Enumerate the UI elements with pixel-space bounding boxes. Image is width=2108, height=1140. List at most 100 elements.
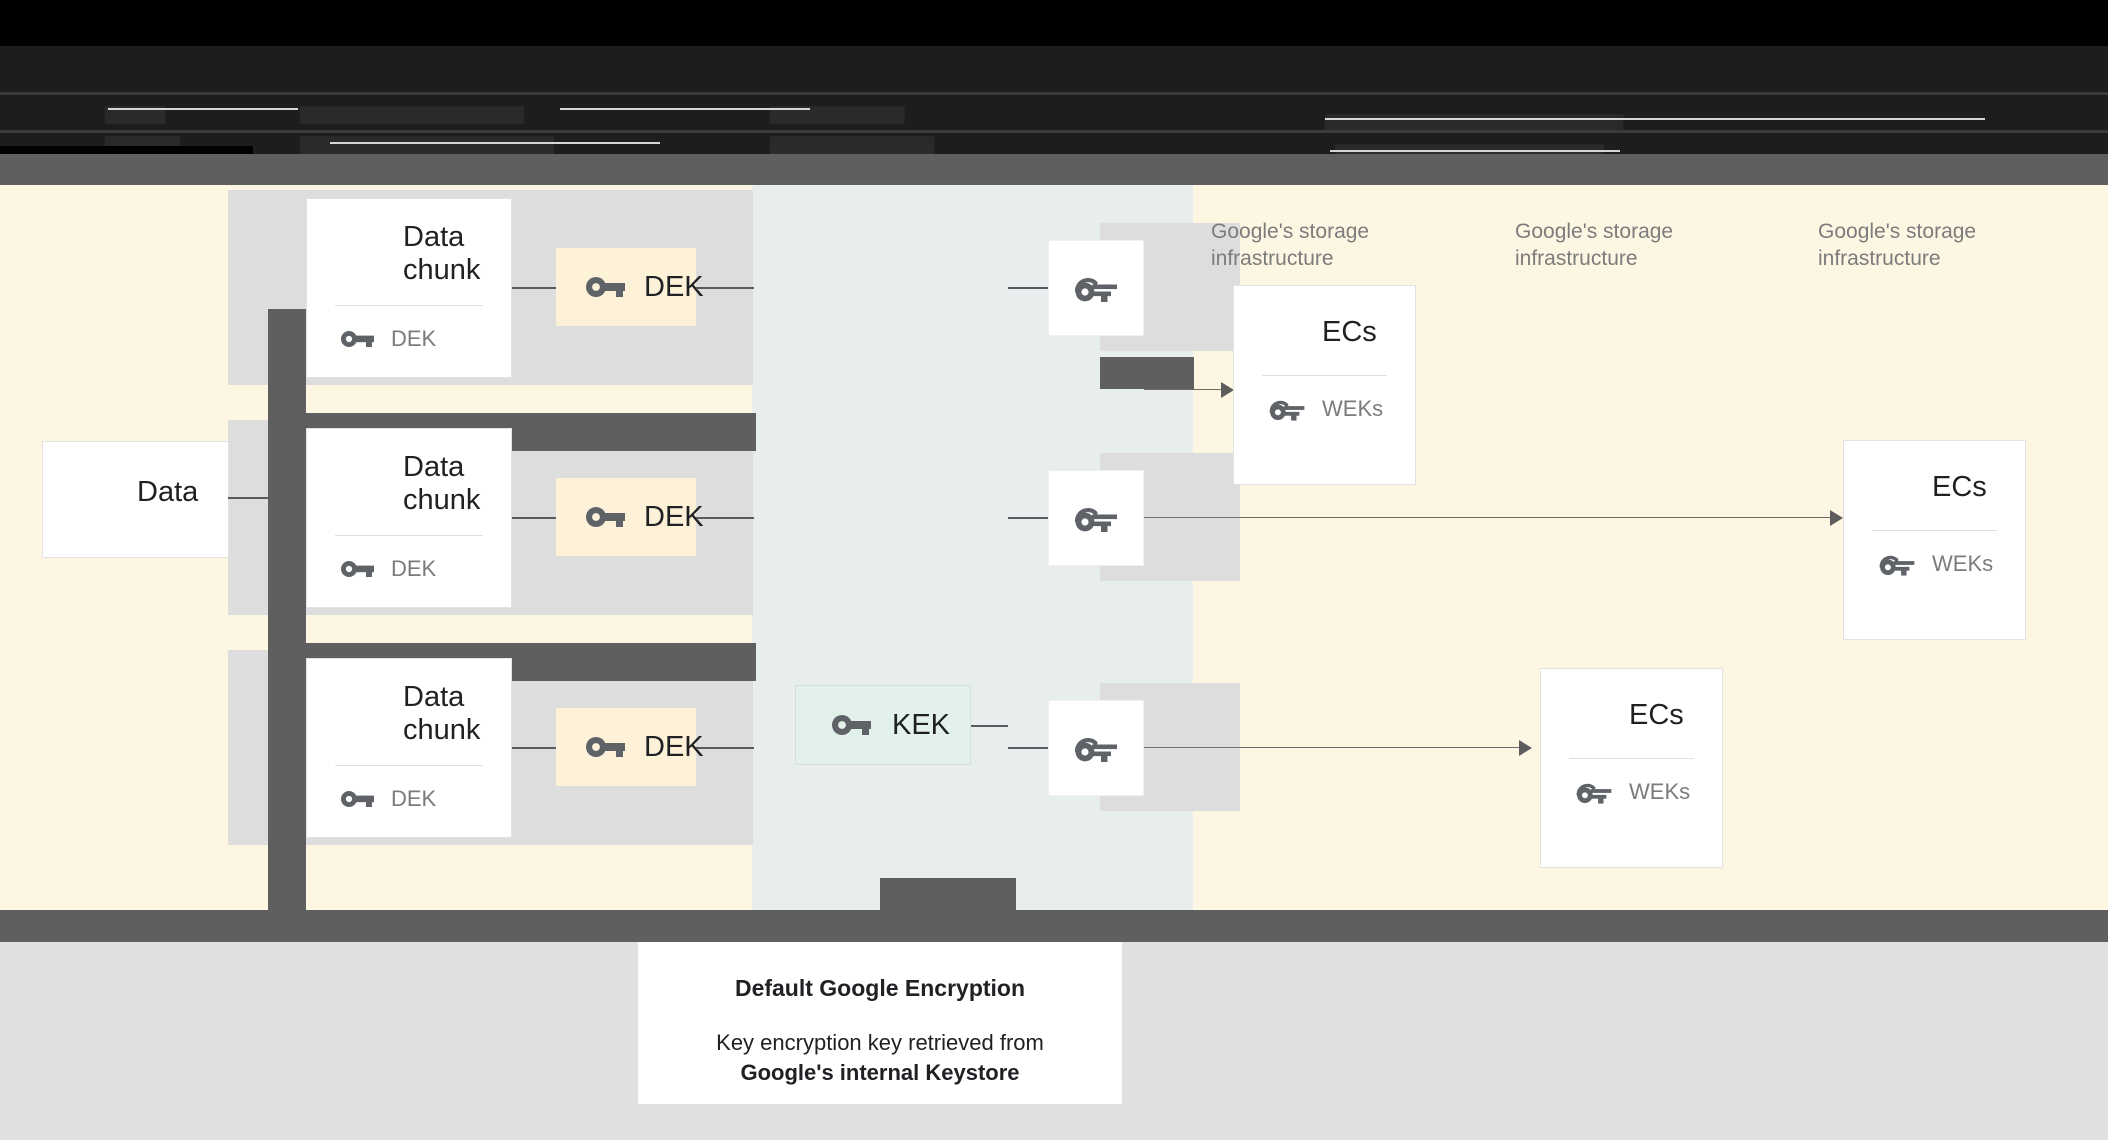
card-divider xyxy=(1872,530,1997,531)
connector-dek3-right xyxy=(696,747,754,749)
data-chunk-card-3-title-line1: Data xyxy=(403,681,465,713)
data-source-card[interactable]: Data xyxy=(42,441,229,558)
obscured-rule xyxy=(1325,118,1985,120)
data-chunk-card-1-key-label: DEK xyxy=(391,326,437,351)
wrapped-key-icon xyxy=(1878,552,1916,576)
wrapped-key-icon xyxy=(1268,397,1306,421)
wrapped-key-icon xyxy=(1575,780,1613,804)
data-chunk-card-3-title: Data chunk xyxy=(403,681,480,747)
top-gray-band xyxy=(0,154,2108,185)
connector-kek-right xyxy=(971,725,1008,727)
obscured-header-region: ▆▆▆▆ ▆▆▆▆▆ ▆▆▆▆ ▆▆▆▆▆▆▆▆▆▆▆▆▆▆▆ ▆▆▆▆▆▆▆▆… xyxy=(0,46,2108,192)
ec-card-1-title: ECs xyxy=(1322,316,1377,348)
wek-box-2[interactable] xyxy=(1048,470,1144,566)
key-icon xyxy=(586,506,626,528)
arrow-head-ec2 xyxy=(1830,510,1843,526)
ec-card-2[interactable]: ECs WEKs xyxy=(1843,440,2026,640)
ec-card-1[interactable]: ECs WEKs xyxy=(1233,285,1416,485)
arrow-line-ec1 xyxy=(1144,389,1232,390)
card-divider xyxy=(335,305,483,306)
card-divider xyxy=(1569,758,1694,759)
ec-card-3-title: ECs xyxy=(1629,699,1684,731)
data-chunk-card-2-footer: DEK xyxy=(307,536,511,582)
bracket-stem xyxy=(268,309,306,910)
card-divider xyxy=(335,535,483,536)
connector-to-wek1 xyxy=(1008,287,1048,289)
ec-card-2-header: ECs xyxy=(1844,441,2025,504)
connector-source-to-bracket xyxy=(228,497,270,499)
bottom-gray-band xyxy=(0,910,2108,942)
data-chunk-card-1[interactable]: Data chunk DEK xyxy=(306,198,512,378)
key-icon xyxy=(832,714,872,736)
obscured-sliver xyxy=(0,92,2108,95)
data-chunk-card-2-title-line2: chunk xyxy=(403,484,481,516)
obscured-sliver xyxy=(0,130,2108,133)
data-chunk-card-1-title-line2: chunk xyxy=(403,254,481,286)
arrow-line-ec3 xyxy=(1144,747,1528,748)
arrow-head-ec1 xyxy=(1221,382,1234,398)
obscured-rule xyxy=(1330,150,1620,152)
caption-body-line2: Google's internal Keystore xyxy=(740,1060,1020,1085)
ec-card-2-footer: WEKs xyxy=(1844,531,2025,577)
wrapped-key-icon xyxy=(1073,274,1119,302)
kek-box[interactable]: KEK xyxy=(795,685,971,765)
key-icon xyxy=(586,736,626,758)
ec-card-1-key-label: WEKs xyxy=(1322,396,1384,421)
caption-body: Key encryption key retrieved from Google… xyxy=(638,1028,1122,1088)
data-chunk-card-2-key-label: DEK xyxy=(391,556,437,581)
key-icon xyxy=(341,790,375,808)
caption-card: Default Google Encryption Key encryption… xyxy=(638,942,1122,1104)
ec-card-1-footer: WEKs xyxy=(1234,376,1415,422)
data-chunk-card-1-title: Data chunk xyxy=(403,221,480,287)
obscured-rule xyxy=(330,142,660,144)
dek-box-2-label: DEK xyxy=(644,500,704,533)
connector-dek2-right xyxy=(696,517,754,519)
dek-box-1-label: DEK xyxy=(644,270,704,303)
data-chunk-card-1-footer: DEK xyxy=(307,306,511,352)
wek-box-3[interactable] xyxy=(1048,700,1144,796)
ec-card-1-header: ECs xyxy=(1234,286,1415,349)
data-source-card-header: Data xyxy=(43,442,228,509)
connector-to-wek3 xyxy=(1008,747,1048,749)
data-chunk-card-2-title-line1: Data xyxy=(403,451,465,483)
data-chunk-card-1-title-line1: Data xyxy=(403,221,465,253)
connector-to-wek2 xyxy=(1008,517,1048,519)
storage-label-2: Google's storage infrastructure xyxy=(1515,220,1674,270)
dek-box-3-label: DEK xyxy=(644,730,704,763)
top-black-bar xyxy=(0,0,2108,46)
ec-card-2-title: ECs xyxy=(1932,471,1987,503)
ec-card-2-key-label: WEKs xyxy=(1932,551,1994,576)
data-chunk-card-2-title: Data chunk xyxy=(403,451,480,517)
ec-card-3-key-label: WEKs xyxy=(1629,779,1691,804)
ec-card-3-footer: WEKs xyxy=(1541,759,1722,805)
ec-card-3[interactable]: ECs WEKs xyxy=(1540,668,1723,868)
data-chunk-card-3-header: Data chunk xyxy=(307,659,511,747)
data-chunk-card-1-header: Data chunk xyxy=(307,199,511,287)
dek-box-2[interactable]: DEK xyxy=(556,478,704,556)
diagram-canvas: Data Data chunk DEK xyxy=(0,185,2108,910)
dark-tab-bottom xyxy=(880,878,1016,910)
caption-title: Default Google Encryption xyxy=(734,975,1026,1001)
obscured-rule xyxy=(108,108,298,110)
dek-box-1[interactable]: DEK xyxy=(556,248,704,326)
dek-box-3[interactable]: DEK xyxy=(556,708,704,786)
data-chunk-card-3-footer: DEK xyxy=(307,766,511,812)
connector-chunk1-dek1 xyxy=(512,287,556,289)
data-chunk-card-3[interactable]: Data chunk DEK xyxy=(306,658,512,838)
data-source-label: Data xyxy=(137,476,199,508)
ec-card-3-header: ECs xyxy=(1541,669,1722,732)
dark-tab-wek1 xyxy=(1100,357,1194,389)
arrow-head-ec3 xyxy=(1519,740,1532,756)
wek-box-1[interactable] xyxy=(1048,240,1144,336)
data-chunk-card-2[interactable]: Data chunk DEK xyxy=(306,428,512,608)
key-icon xyxy=(586,276,626,298)
caption-body-line1: Key encryption key retrieved from xyxy=(716,1030,1044,1055)
obscured-rule xyxy=(560,108,810,110)
data-chunk-card-2-header: Data chunk xyxy=(307,429,511,517)
connector-chunk3-dek3 xyxy=(512,747,556,749)
data-chunk-card-3-key-label: DEK xyxy=(391,786,437,811)
key-icon xyxy=(341,560,375,578)
connector-dek1-right xyxy=(696,287,754,289)
arrow-line-ec2 xyxy=(1144,517,1839,518)
